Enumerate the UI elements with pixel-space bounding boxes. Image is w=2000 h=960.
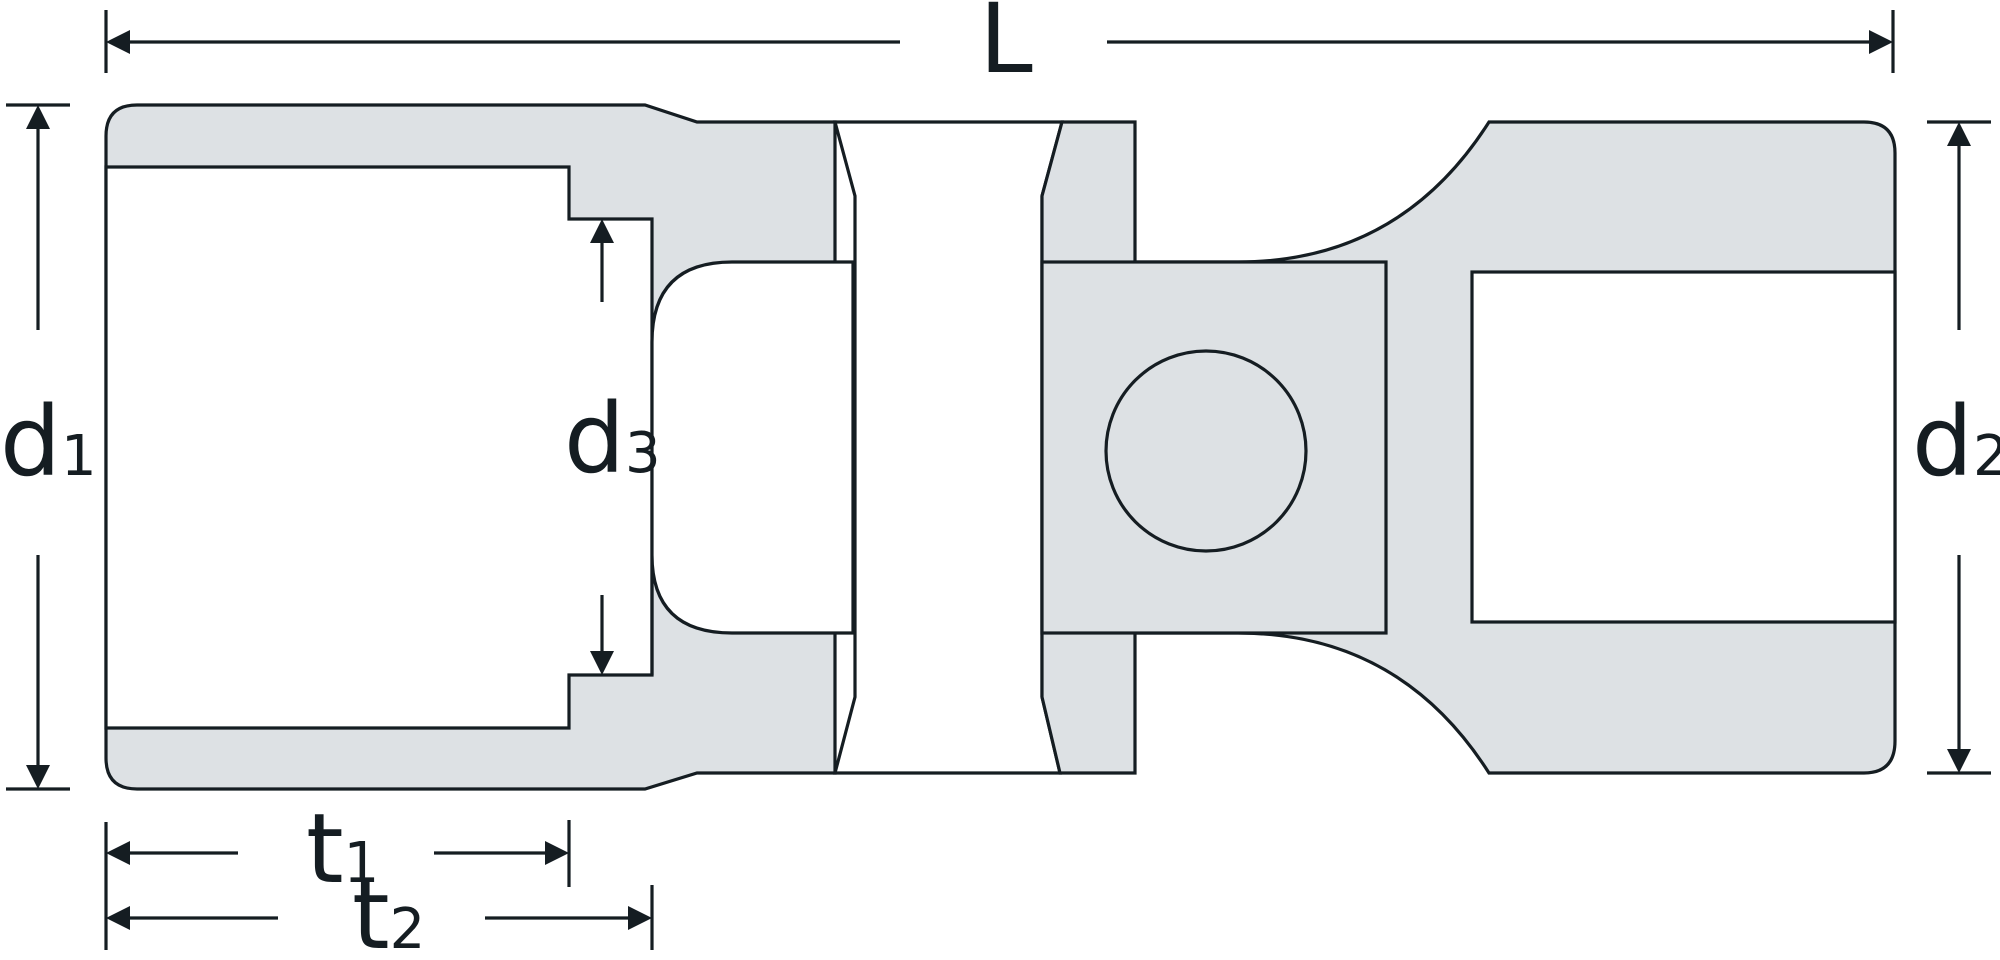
- dimension-t2: t2: [106, 859, 654, 960]
- arrow-L-right: [1869, 30, 1893, 54]
- label-L: L: [979, 0, 1032, 95]
- dimension-d1: d1: [0, 103, 97, 791]
- dimension-L: L: [104, 0, 1895, 95]
- label-t2-main: t: [352, 859, 390, 960]
- dimension-t1: t1: [104, 793, 571, 950]
- label-d3-main: d: [564, 383, 625, 495]
- label-d2: d2: [1912, 386, 2000, 498]
- label-d3-sub: 3: [625, 421, 661, 486]
- label-d1-main: d: [0, 386, 61, 498]
- arrow-d2-bottom: [1947, 749, 1971, 773]
- label-t1-sub: 1: [344, 831, 380, 896]
- label-d2-sub: 2: [1973, 424, 2000, 489]
- arrow-t1-right: [545, 841, 569, 865]
- pivot-pin: [1104, 349, 1308, 553]
- arrow-d2-top: [1947, 122, 1971, 146]
- arrow-d1-top: [26, 105, 50, 129]
- arrow-t1-left: [106, 841, 130, 865]
- label-t2-sub: 2: [390, 897, 426, 960]
- label-d3: d3: [564, 383, 661, 495]
- knuckle-opening: [650, 260, 855, 675]
- arrow-t2-right: [628, 906, 652, 930]
- arrow-t2-left: [106, 906, 130, 930]
- label-t1-main: t: [306, 793, 344, 905]
- arrow-d1-bottom: [26, 765, 50, 789]
- drive-square-bore: [1470, 270, 1897, 624]
- arrow-d3-bottom: [590, 651, 614, 675]
- label-t1: t1: [306, 793, 379, 905]
- label-d1: d1: [0, 386, 97, 498]
- dimension-d2: d2: [1912, 120, 2000, 775]
- joint-gap: [832, 120, 1065, 775]
- label-t2: t2: [352, 859, 425, 960]
- arrow-d3-top: [590, 219, 614, 243]
- label-d1-sub: 1: [61, 424, 97, 489]
- arrow-L-left: [106, 30, 130, 54]
- label-d2-main: d: [1912, 386, 1973, 498]
- dimension-d3: d3: [564, 219, 661, 675]
